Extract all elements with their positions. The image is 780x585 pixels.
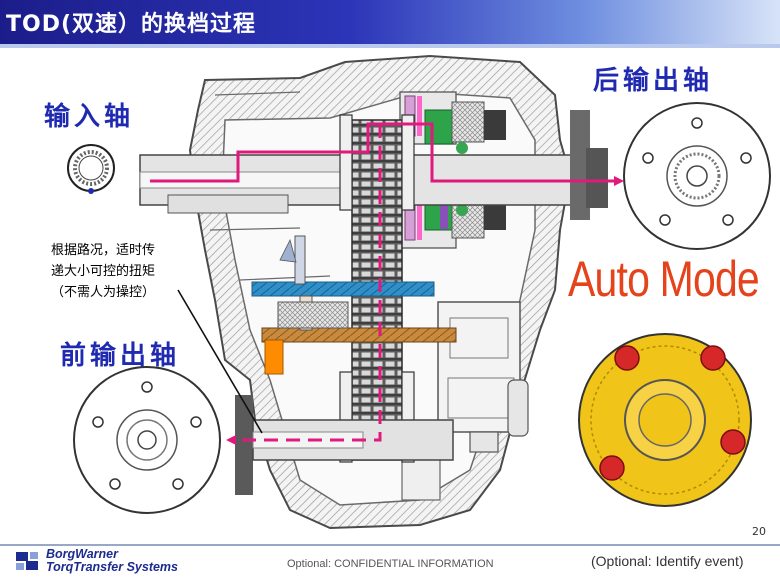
torque-note-line: 递大小可控的扭矩 (50, 264, 155, 279)
rear-output-flange-icon (623, 102, 771, 250)
page-number: 20 (752, 525, 766, 538)
input-spline-icon (67, 144, 115, 194)
logo-line: BorgWarner (46, 547, 119, 561)
footer-rule (0, 544, 780, 546)
company-logo-text: BorgWarner TorqTransfer Systems (46, 548, 178, 574)
confidential-notice: Optional: CONFIDENTIAL INFORMATION (287, 558, 494, 570)
front-output-shaft-label: 前输出轴 (60, 341, 181, 371)
borgwarner-logo-icon (16, 552, 38, 570)
logo-line: TorqTransfer Systems (46, 560, 178, 574)
title-bar (0, 0, 780, 44)
auto-mode-label: Auto Mode (568, 251, 760, 307)
slide-title: TOD(双速）的换档过程 (6, 12, 257, 37)
note-pointer-line (177, 289, 263, 434)
rear-output-shaft-label: 后输出轴 (593, 66, 714, 96)
front-output-flange-icon (73, 366, 221, 514)
shift-fork (251, 235, 457, 375)
torque-note-line: 根据路况，适时传 (50, 243, 155, 258)
title-rule (0, 44, 780, 48)
input-shaft-label: 输入轴 (44, 102, 135, 132)
power-flow-path (150, 122, 624, 445)
torque-note-line: （不需人为操控） (50, 285, 155, 300)
event-label: (Optional: Identify event) (591, 553, 744, 569)
auto-mode-clutch-icon (578, 333, 752, 507)
torque-note: 根据路况，适时传 递大小可控的扭矩 （不需人为操控） (28, 240, 178, 303)
